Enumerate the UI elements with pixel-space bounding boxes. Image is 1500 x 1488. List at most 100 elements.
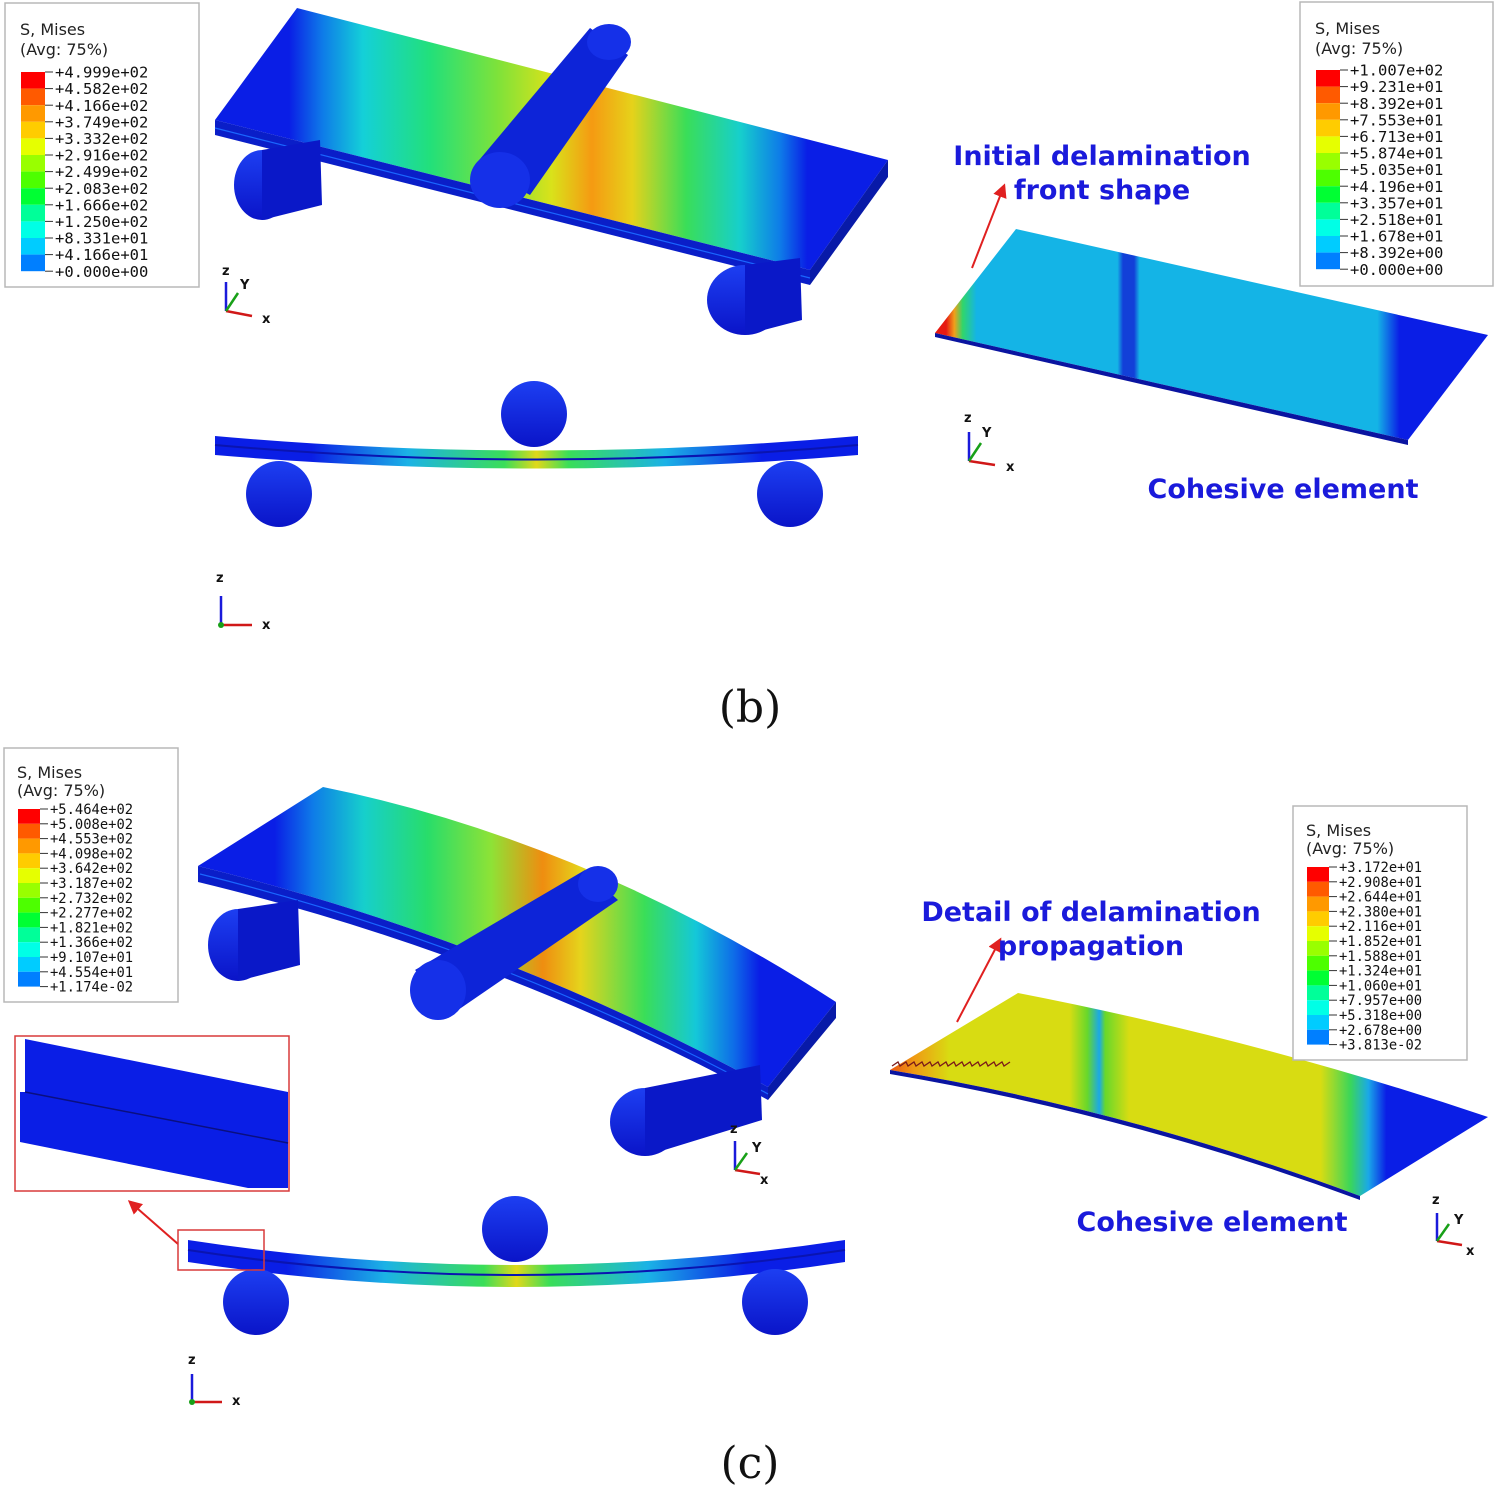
legend-swatch xyxy=(21,254,45,272)
annotation-cohesive-element-c: Cohesive element xyxy=(1077,1207,1348,1238)
legend-swatch xyxy=(1316,70,1340,87)
legend-title: S, Mises xyxy=(17,763,82,782)
panel-c: S, Mises (Avg: 75%) +5.464e+02+5.008e+02… xyxy=(3,747,1488,1488)
legend-value: +3.642e+02 xyxy=(50,861,133,877)
panel-label-b: (b) xyxy=(719,682,782,733)
legend-swatch xyxy=(1307,1000,1329,1015)
legend-swatch xyxy=(1316,202,1340,220)
legend-value: +1.678e+01 xyxy=(1350,228,1443,246)
legend-value: +7.553e+01 xyxy=(1350,111,1443,129)
legend-swatch xyxy=(18,912,40,928)
legend-swatch xyxy=(1307,985,1329,1001)
legend-value: +2.644e+01 xyxy=(1339,890,1422,906)
legend-value: +8.392e+00 xyxy=(1350,244,1443,262)
legend-value: +1.250e+02 xyxy=(55,213,148,231)
legend-value: +1.588e+01 xyxy=(1339,949,1422,965)
legend-value: +6.713e+01 xyxy=(1350,128,1443,146)
legend-swatch xyxy=(1307,867,1329,882)
legend-swatch xyxy=(18,853,40,869)
axis-y-label: Y xyxy=(239,278,250,293)
legend-swatch xyxy=(21,238,45,255)
legend-swatch xyxy=(1307,941,1329,956)
legend-value: +3.357e+01 xyxy=(1350,194,1443,212)
legend-value: +1.060e+01 xyxy=(1339,978,1422,994)
legend-entries: +5.464e+02+5.008e+02+4.553e+02+4.098e+02… xyxy=(18,802,133,996)
axis-y-label: Y xyxy=(751,1141,762,1156)
axis-triad-b-2d: z x xyxy=(216,571,271,633)
annotation-propagation: propagation xyxy=(998,931,1184,962)
legend-swatch xyxy=(18,838,40,854)
legend-swatch xyxy=(1307,896,1329,912)
legend-swatch xyxy=(1316,219,1340,236)
legend-swatch xyxy=(1307,955,1329,971)
legend-swatch xyxy=(21,171,45,189)
legend-value: +4.166e+01 xyxy=(55,246,148,264)
legend-value: +2.678e+00 xyxy=(1339,1023,1422,1039)
legend-value: +2.518e+01 xyxy=(1350,211,1443,229)
axis-z-label: z xyxy=(188,1353,196,1368)
cohesive-element-c xyxy=(890,937,1488,1200)
legend-swatch xyxy=(1316,119,1340,137)
legend-b-right: S, Mises (Avg: 75%) +1.007e+02+9.231e+01… xyxy=(1299,1,1494,287)
legend-swatch xyxy=(21,204,45,222)
legend-title: S, Mises xyxy=(20,20,85,39)
legend-c-right: S, Mises (Avg: 75%) +3.172e+01+2.908e+01… xyxy=(1292,805,1468,1061)
legend-b-left: S, Mises (Avg: 75%) +4.999e+02+4.582e+02… xyxy=(4,2,200,288)
legend-value: +3.332e+02 xyxy=(55,130,148,148)
legend-swatch xyxy=(1316,103,1340,120)
legend-swatch xyxy=(21,88,45,106)
legend-value: +9.231e+01 xyxy=(1350,78,1443,96)
legend-value: +3.172e+01 xyxy=(1339,860,1422,876)
axis-x-label: x xyxy=(262,312,271,327)
legend-swatch xyxy=(1316,169,1340,187)
legend-value: +2.277e+02 xyxy=(50,906,133,922)
legend-value: +2.116e+01 xyxy=(1339,919,1422,935)
legend-value: +2.908e+01 xyxy=(1339,875,1422,891)
legend-swatch xyxy=(18,971,40,987)
legend-swatch xyxy=(1307,926,1329,941)
legend-value: +1.366e+02 xyxy=(50,935,133,951)
axis-triad-c-3d: z Y x xyxy=(730,1122,769,1188)
annotation-front-shape: front shape xyxy=(1014,175,1190,206)
panel-b: S, Mises (Avg: 75%) +4.999e+02+4.582e+02… xyxy=(4,1,1494,733)
legend-entries: +3.172e+01+2.908e+01+2.644e+01+2.380e+01… xyxy=(1307,860,1422,1054)
annotation-detail-of-delamination: Detail of delamination xyxy=(921,897,1260,928)
legend-swatch xyxy=(1316,236,1340,253)
legend-value: +5.008e+02 xyxy=(50,817,133,833)
legend-value: +9.107e+01 xyxy=(50,950,133,966)
axis-x-label: x xyxy=(232,1394,241,1409)
axis-z-label: z xyxy=(964,411,972,426)
legend-swatch xyxy=(1316,153,1340,170)
legend-swatch xyxy=(21,155,45,172)
legend-swatch xyxy=(18,809,40,824)
legend-value: +1.174e-02 xyxy=(50,980,133,996)
legend-swatch xyxy=(1307,911,1329,927)
beam-3d-c xyxy=(198,787,836,1156)
legend-value: +3.749e+02 xyxy=(55,113,148,131)
legend-value: +8.392e+01 xyxy=(1350,95,1443,113)
legend-value: +1.666e+02 xyxy=(55,196,148,214)
annotation-cohesive-element-b: Cohesive element xyxy=(1148,474,1419,505)
legend-swatch xyxy=(18,868,40,883)
legend-swatch xyxy=(18,927,40,943)
legend-value: +4.582e+02 xyxy=(55,80,148,98)
beam-3d-b xyxy=(214,8,888,335)
annotation-initial-delamination: Initial delamination xyxy=(953,141,1250,172)
legend-value: +2.916e+02 xyxy=(55,147,148,165)
legend-value: +2.499e+02 xyxy=(55,163,148,181)
axis-z-label: z xyxy=(1432,1193,1440,1208)
legend-swatch xyxy=(1316,186,1340,203)
legend-swatch xyxy=(1307,881,1329,897)
legend-swatch xyxy=(18,897,40,913)
legend-value: +5.874e+01 xyxy=(1350,145,1443,163)
axis-z-label: z xyxy=(730,1122,738,1137)
legend-swatch xyxy=(21,72,45,89)
legend-swatch xyxy=(1307,1015,1329,1030)
legend-swatch xyxy=(21,221,45,238)
legend-swatch xyxy=(18,823,40,839)
legend-value: +2.083e+02 xyxy=(55,180,148,198)
legend-value: +0.000e+00 xyxy=(1350,261,1443,279)
legend-swatch xyxy=(1307,1029,1329,1045)
legend-value: +4.196e+01 xyxy=(1350,178,1443,196)
